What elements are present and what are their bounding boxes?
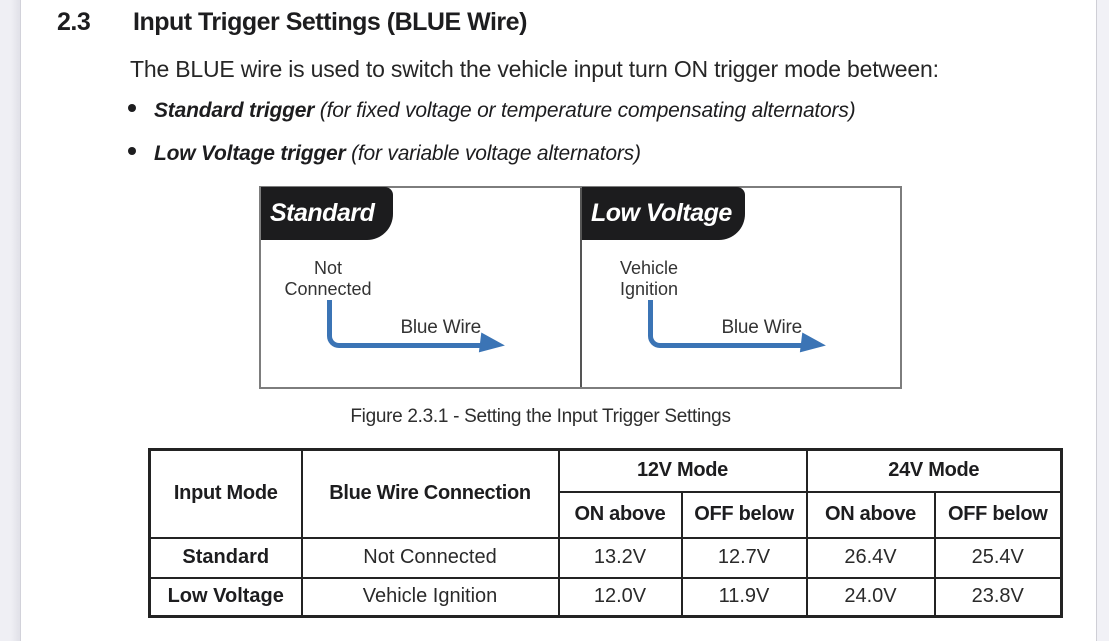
figure-input-trigger: Standard Not Connected Blue Wire Low Vol… [259, 186, 902, 389]
col-header-24v-mode: 24V Mode [805, 448, 1063, 493]
panel-tab-standard: Standard [261, 187, 393, 240]
cell-input-mode: Low Voltage [148, 576, 303, 618]
col-header-12v-off-below: OFF below [680, 490, 808, 539]
figure-panel-divider [580, 188, 582, 387]
panel-tab-low-voltage: Low Voltage [582, 187, 745, 240]
cell-24v-on: 24.0V [805, 576, 936, 618]
page-right-edge [1096, 0, 1109, 641]
blue-wire-line [327, 300, 483, 348]
col-header-12v-mode: 12V Mode [557, 448, 808, 493]
wire-source-line2: Ignition [619, 279, 679, 299]
bullet-standard-trigger: Standard trigger (for fixed voltage or t… [128, 99, 856, 123]
wire-source-line1: Vehicle [619, 258, 679, 278]
cell-12v-on: 12.0V [557, 576, 683, 618]
page-left-edge [0, 0, 21, 641]
cell-24v-on: 26.4V [805, 536, 936, 579]
section-number: 2.3 [57, 8, 91, 36]
panel-low-voltage: Low Voltage Vehicle Ignition Blue Wire [582, 187, 901, 387]
table-row-standard: Standard Not Connected 13.2V 12.7V 26.4V… [148, 536, 1063, 579]
cell-12v-off: 11.9V [680, 576, 808, 618]
wire-source-line1: Not [313, 258, 342, 278]
cell-connection: Not Connected [300, 536, 560, 579]
cell-12v-off: 12.7V [680, 536, 808, 579]
table-row-low-voltage: Low Voltage Vehicle Ignition 12.0V 11.9V… [148, 576, 1063, 618]
blue-wire-label: Blue Wire [721, 317, 802, 338]
bullet-rest: (for fixed voltage or temperature compen… [314, 99, 856, 122]
cell-12v-on: 13.2V [557, 536, 683, 579]
col-header-blue-wire-connection: Blue Wire Connection [300, 448, 560, 539]
bullet-dot [128, 104, 136, 112]
figure-caption: Figure 2.3.1 - Setting the Input Trigger… [350, 406, 731, 427]
blue-wire-arrowhead-icon [478, 332, 507, 356]
cell-24v-off: 23.8V [933, 576, 1063, 618]
col-header-input-mode: Input Mode [148, 448, 303, 539]
cell-connection: Vehicle Ignition [300, 576, 560, 618]
wire-source-label: Not Connected [268, 258, 388, 300]
bullet-lead: Standard trigger [154, 99, 315, 122]
blue-wire-line [648, 300, 804, 348]
col-header-24v-on-above: ON above [805, 490, 936, 539]
bullet-lead: Low Voltage trigger [154, 142, 346, 165]
panel-standard: Standard Not Connected Blue Wire [261, 187, 580, 387]
cell-input-mode: Standard [148, 536, 303, 579]
trigger-settings-table: Input Mode Blue Wire Connection 12V Mode… [148, 448, 1063, 618]
col-header-24v-off-below: OFF below [933, 490, 1063, 539]
bullet-dot [128, 147, 136, 155]
intro-paragraph: The BLUE wire is used to switch the vehi… [130, 56, 939, 82]
bullet-low-voltage-trigger: Low Voltage trigger (for variable voltag… [128, 142, 641, 166]
blue-wire-arrowhead-icon [799, 332, 828, 356]
cell-24v-off: 25.4V [933, 536, 1063, 579]
blue-wire-label: Blue Wire [400, 317, 481, 338]
section-title: Input Trigger Settings (BLUE Wire) [133, 8, 527, 36]
wire-source-label: Vehicle Ignition [589, 258, 709, 300]
wire-source-line2: Connected [284, 279, 372, 299]
bullet-rest: (for variable voltage alternators) [345, 142, 641, 165]
col-header-12v-on-above: ON above [557, 490, 683, 539]
